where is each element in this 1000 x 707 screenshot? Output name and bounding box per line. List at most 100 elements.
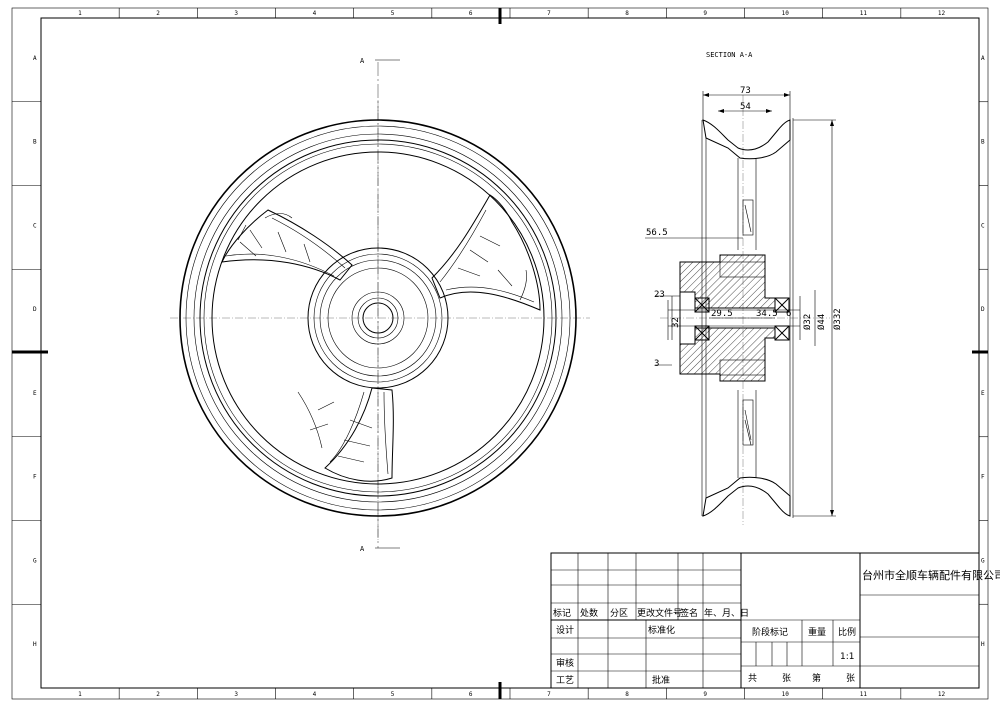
zone-label-bottom: 6 xyxy=(469,691,473,698)
zone-label-top: 3 xyxy=(234,10,238,17)
hub-ring-3 xyxy=(319,259,437,377)
dim-wheel-diameter: Ø332 xyxy=(832,308,843,330)
hub-shoulder-upper xyxy=(719,261,766,278)
dim-hub-diameter: Ø44 xyxy=(816,314,827,330)
rim-ring-4 xyxy=(199,139,557,497)
approve-label: 批准 xyxy=(652,674,670,686)
rim-ring-5 xyxy=(203,143,553,493)
zone-label-top: 1 xyxy=(78,10,82,17)
zone-label-left: F xyxy=(33,474,37,481)
design-label: 设计 xyxy=(556,624,574,636)
sheet-total-label: 共 xyxy=(748,673,757,684)
zone-label-bottom: 11 xyxy=(860,691,868,698)
stage-mark-label: 阶段标记 xyxy=(752,626,788,638)
outer-frame xyxy=(11,7,989,700)
hub-bore xyxy=(362,302,394,334)
zone-label-bottom: 7 xyxy=(547,691,551,698)
zone-label-left: D xyxy=(33,306,37,313)
rev-header-mark: 标记 xyxy=(553,607,571,619)
hub-ring-2 xyxy=(313,253,443,383)
zone-label-bottom: 3 xyxy=(234,691,238,698)
rev-header-sign: 签名 xyxy=(680,607,698,619)
spoke-web-lower xyxy=(737,390,757,478)
hub-boss xyxy=(351,291,405,345)
rev-header-count: 处数 xyxy=(580,607,598,619)
dim-hub-len: 32 xyxy=(671,317,681,328)
dim-bearing-right: 34.5 xyxy=(756,309,778,319)
sheet-unit-label: 张 xyxy=(782,673,791,684)
zone-label-right: C xyxy=(981,222,985,229)
weight-label: 重量 xyxy=(808,626,826,638)
rim-ring-2 xyxy=(185,125,571,511)
spoke-slot-hatch xyxy=(744,204,752,446)
section-mark-top: A xyxy=(360,57,365,65)
zone-label-right: H xyxy=(981,641,985,648)
front-view: A A xyxy=(170,57,590,553)
zone-label-top: 11 xyxy=(860,10,868,17)
bearing-right xyxy=(774,297,790,341)
zone-label-top: 12 xyxy=(938,10,946,17)
zone-label-right: D xyxy=(981,306,985,313)
zone-label-right: G xyxy=(981,557,985,564)
zone-label-bottom: 8 xyxy=(625,691,629,698)
zone-label-left: E xyxy=(33,390,37,397)
inner-frame xyxy=(40,17,980,689)
zone-label-top: 6 xyxy=(469,10,473,17)
title-block: 台州市全顺车辆配件有限公司 标记 处数 分区 更改文件号 签名 年、月、日 设计… xyxy=(550,552,1000,689)
spoke-slot-lower xyxy=(742,399,754,446)
zone-label-top: 5 xyxy=(391,10,395,17)
dim-bearing-left: 29.5 xyxy=(711,309,733,319)
hub-shoulder-lower xyxy=(719,359,766,376)
dim-rim-width: 54 xyxy=(740,102,751,112)
zone-label-right: F xyxy=(981,474,985,481)
dimension-lines xyxy=(645,91,836,517)
rim-outer xyxy=(179,119,577,517)
rev-header-date: 年、月、日 xyxy=(704,607,749,619)
rim-inner xyxy=(211,151,545,485)
zone-label-top: 10 xyxy=(782,10,790,17)
zone-label-bottom: 1 xyxy=(78,691,82,698)
rim-section-bottom xyxy=(702,476,791,517)
zone-label-bottom: 4 xyxy=(313,691,317,698)
spoke-web-upper xyxy=(737,158,757,250)
zone-label-bottom: 2 xyxy=(156,691,160,698)
dim-bearing-width: 6 xyxy=(786,309,791,319)
company-name: 台州市全顺车辆配件有限公司 xyxy=(862,568,1000,582)
rim-section-top xyxy=(702,119,791,160)
hub-section-upper xyxy=(679,254,776,309)
hub-outer xyxy=(307,247,449,389)
zone-label-left: H xyxy=(33,641,37,648)
scale-label: 比例 xyxy=(838,626,856,638)
process-label: 工艺 xyxy=(556,675,574,686)
spoke-slot-upper xyxy=(742,199,754,236)
zone-label-top: 4 xyxy=(313,10,317,17)
spoke-lower xyxy=(297,387,394,482)
zone-label-left: A xyxy=(33,55,37,62)
zone-label-right: E xyxy=(981,390,985,397)
zone-label-right: A xyxy=(981,55,985,62)
review-label: 审核 xyxy=(556,657,574,669)
zone-label-top: 8 xyxy=(625,10,629,17)
sheet-unit2-label: 张 xyxy=(846,673,855,684)
zone-label-top: 7 xyxy=(547,10,551,17)
rev-header-docno: 更改文件号 xyxy=(637,607,682,619)
zone-label-left: C xyxy=(33,222,37,229)
dim-overall-width: 73 xyxy=(740,86,751,96)
zone-label-bottom: 10 xyxy=(782,691,790,698)
zone-label-bottom: 12 xyxy=(938,691,946,698)
section-mark-bottom: A xyxy=(360,545,365,553)
spoke-upper xyxy=(221,209,353,281)
hub-bore-ring xyxy=(357,297,399,339)
section-view: SECTION A-A xyxy=(645,51,843,525)
dim-hub-step: 23 xyxy=(654,290,665,300)
dim-offset: 56.5 xyxy=(646,228,668,238)
rev-header-zone: 分区 xyxy=(610,608,628,619)
zone-label-left: B xyxy=(33,139,37,146)
zone-label-top: 2 xyxy=(156,10,160,17)
spoke-right xyxy=(431,194,541,311)
zone-label-bottom: 9 xyxy=(703,691,707,698)
